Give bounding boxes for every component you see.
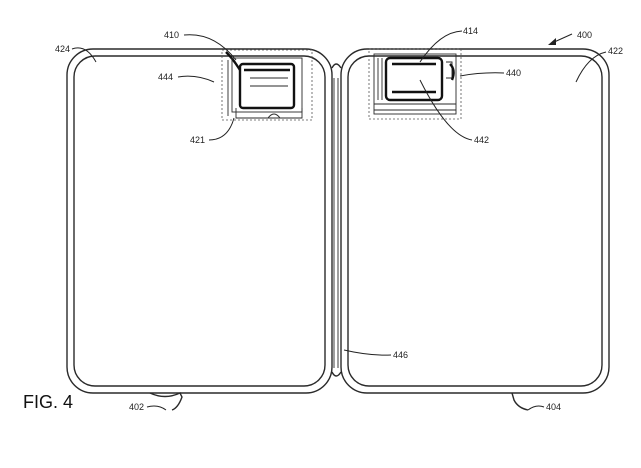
- ref-422: 422: [608, 46, 623, 56]
- ref-404: 404: [546, 402, 561, 412]
- right-device-panel: [340, 48, 610, 411]
- arrow-icon: [548, 38, 556, 45]
- left-component-assembly: [221, 49, 313, 121]
- ref-446: 446: [393, 350, 408, 360]
- ref-410: 410: [164, 30, 179, 40]
- ref-442: 442: [474, 135, 489, 145]
- reference-callouts: 424 410 444 421 414 400 422 440 442 446 …: [55, 26, 623, 412]
- ref-444: 444: [158, 72, 173, 82]
- hinge: [331, 63, 342, 377]
- figure-label: FIG. 4: [23, 392, 73, 412]
- ref-402: 402: [129, 402, 144, 412]
- ref-421: 421: [190, 135, 205, 145]
- left-device-panel: [66, 48, 333, 411]
- ref-414: 414: [463, 26, 478, 36]
- right-component-assembly: [368, 48, 462, 120]
- ref-400: 400: [577, 30, 592, 40]
- ref-440: 440: [506, 68, 521, 78]
- ref-424: 424: [55, 44, 70, 54]
